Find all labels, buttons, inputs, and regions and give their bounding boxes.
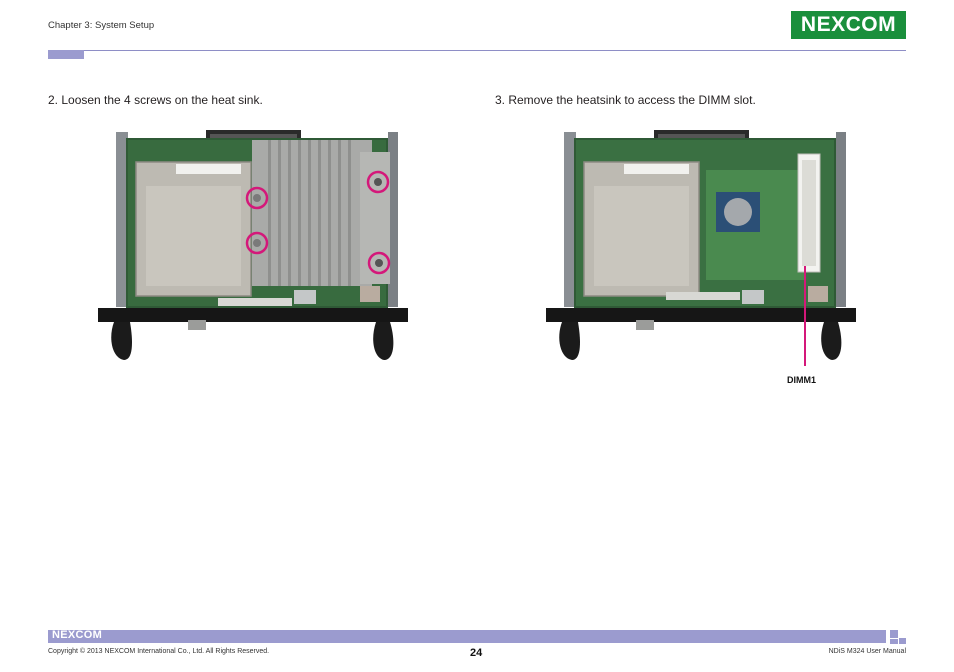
- footer-accent-square: [890, 630, 898, 638]
- step-2-text: 2. Loosen the 4 screws on the heat sink.: [48, 93, 263, 107]
- step-3-text: 3. Remove the heatsink to access the DIM…: [495, 93, 756, 107]
- footer-logo: NEXCOM: [52, 629, 103, 641]
- logo-text: NEXCOM: [800, 13, 897, 36]
- header-divider: [84, 50, 906, 52]
- manual-title: NDiS M324 User Manual: [828, 648, 906, 655]
- footer-accent-square: [899, 638, 906, 644]
- chapter-title: Chapter 3: System Setup: [48, 20, 155, 31]
- page-number: 24: [470, 647, 483, 659]
- heatsink-screws-photo: [98, 130, 408, 360]
- dimm-slot-photo: [546, 130, 856, 366]
- footer-bar: [48, 630, 886, 643]
- header-accent-square: [48, 50, 84, 59]
- dimm1-label: DIMM1: [787, 375, 816, 385]
- copyright-text: Copyright © 2013 NEXCOM International Co…: [48, 648, 270, 655]
- screw-callout-circles: [245, 170, 391, 275]
- nexcom-logo: NEXCOM: [791, 11, 906, 39]
- footer-accent-square: [890, 639, 898, 644]
